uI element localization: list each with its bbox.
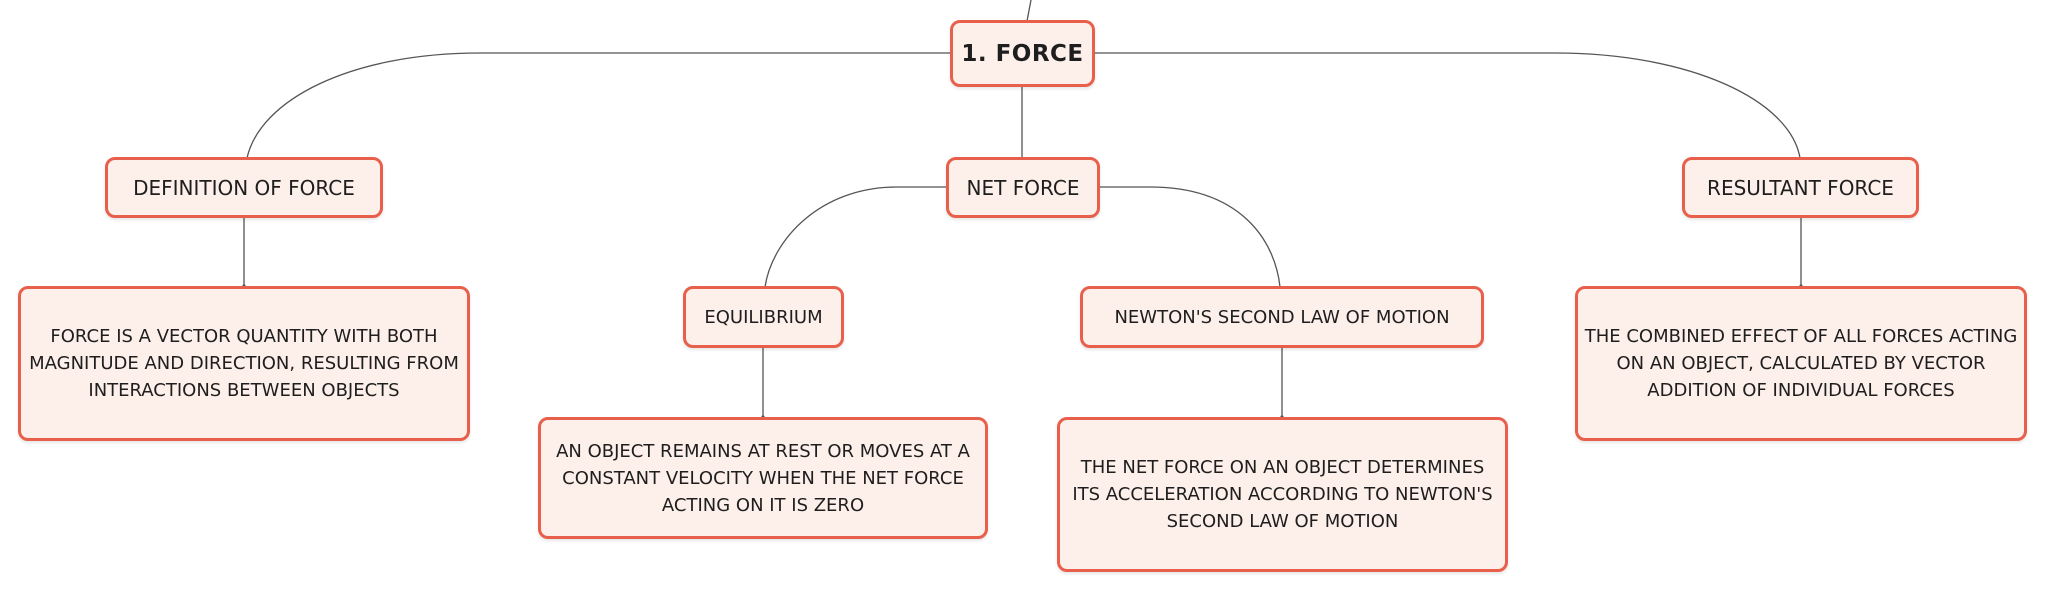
root-node-label: 1. FORCE xyxy=(961,40,1084,67)
connector-root-definition xyxy=(246,52,955,159)
resultant-force-node[interactable]: RESULTANT FORCE xyxy=(1682,157,1919,218)
resultant-force-description: THE COMBINED EFFECT OF ALL FORCES ACTING… xyxy=(1584,326,2018,401)
net-force-node[interactable]: NET FORCE xyxy=(946,157,1100,218)
definition-of-force-label: DEFINITION OF FORCE xyxy=(133,175,355,200)
equilibrium-node[interactable]: EQUILIBRIUM xyxy=(683,286,844,348)
newtons-second-law-description-node[interactable]: THE NET FORCE ON AN OBJECT DETERMINES IT… xyxy=(1057,417,1508,572)
equilibrium-description: AN OBJECT REMAINS AT REST OR MOVES AT A … xyxy=(556,440,970,516)
resultant-force-description-node[interactable]: THE COMBINED EFFECT OF ALL FORCES ACTING… xyxy=(1575,286,2027,441)
connector-incoming xyxy=(1026,0,1032,22)
connector-net-newton xyxy=(1098,186,1281,288)
newtons-second-law-label: NEWTON'S SECOND LAW OF MOTION xyxy=(1114,306,1450,328)
connector-net-equilibrium xyxy=(764,186,948,288)
newtons-second-law-description: THE NET FORCE ON AN OBJECT DETERMINES IT… xyxy=(1072,457,1493,532)
equilibrium-label: EQUILIBRIUM xyxy=(704,306,823,328)
resultant-force-label: RESULTANT FORCE xyxy=(1707,175,1894,200)
newtons-second-law-node[interactable]: NEWTON'S SECOND LAW OF MOTION xyxy=(1080,286,1484,348)
definition-of-force-description-node[interactable]: FORCE IS A VECTOR QUANTITY WITH BOTH MAG… xyxy=(18,286,470,441)
connector-root-resultant xyxy=(1095,52,1801,159)
definition-of-force-description: FORCE IS A VECTOR QUANTITY WITH BOTH MAG… xyxy=(29,326,459,401)
net-force-label: NET FORCE xyxy=(966,175,1080,200)
equilibrium-description-node[interactable]: AN OBJECT REMAINS AT REST OR MOVES AT A … xyxy=(538,417,988,539)
root-node[interactable]: 1. FORCE xyxy=(950,20,1095,87)
definition-of-force-node[interactable]: DEFINITION OF FORCE xyxy=(105,157,383,218)
